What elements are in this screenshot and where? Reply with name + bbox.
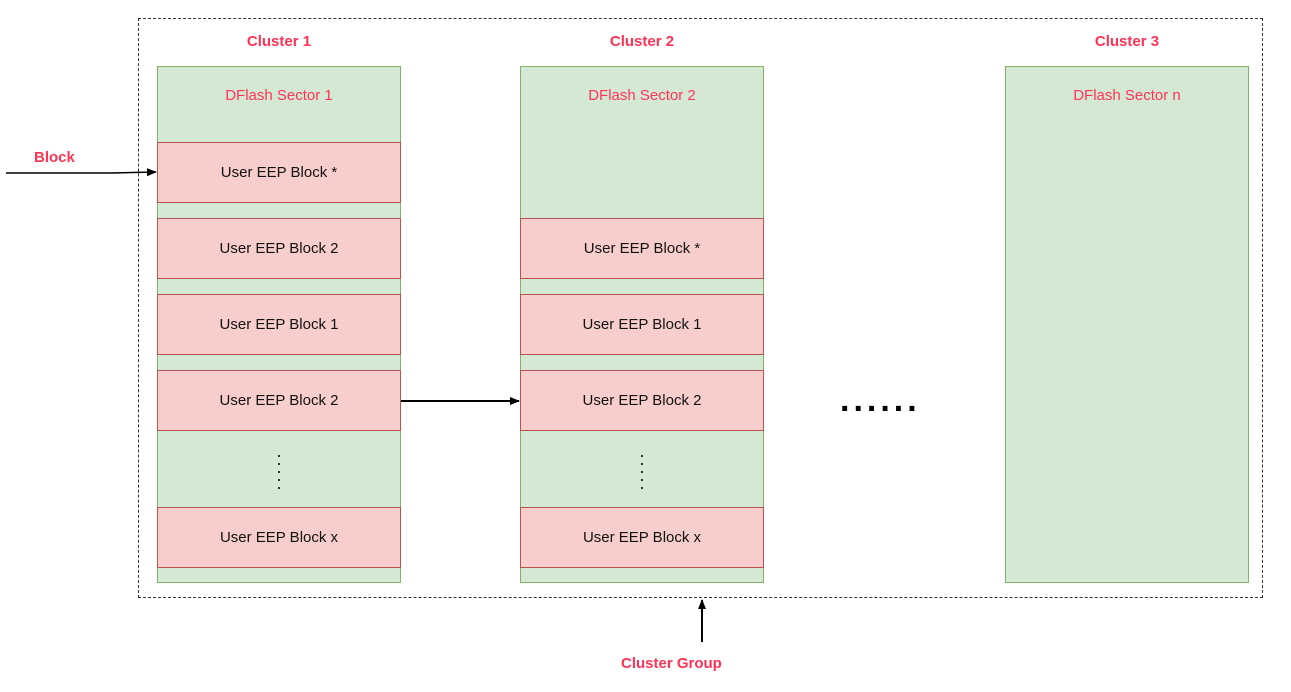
- cluster-group-box: [138, 18, 1263, 598]
- cluster-3-sector-label: DFlash Sector n: [1073, 87, 1181, 104]
- cluster-1-block-2[interactable]: User EEP Block 2: [157, 218, 401, 279]
- cluster-1-vertical-ellipsis: · · · · ·: [276, 445, 282, 497]
- cluster-2-title: Cluster 2: [609, 33, 675, 50]
- horizontal-ellipsis: ......: [840, 381, 921, 419]
- cluster-1-block-5[interactable]: User EEP Block x: [157, 507, 401, 568]
- cluster-2-block-1[interactable]: User EEP Block *: [520, 218, 764, 279]
- cluster-2-block-4[interactable]: User EEP Block x: [520, 507, 764, 568]
- cluster-group-label: Cluster Group: [621, 655, 722, 672]
- cluster-2-vertical-ellipsis: · · · · ·: [639, 445, 645, 497]
- cluster-2-block-3[interactable]: User EEP Block 2: [520, 370, 764, 431]
- cluster-3-sector[interactable]: [1005, 66, 1249, 583]
- cluster-1-block-4[interactable]: User EEP Block 2: [157, 370, 401, 431]
- cluster-1-title: Cluster 1: [246, 33, 312, 50]
- block-label: Block: [34, 149, 75, 166]
- cluster-3-title: Cluster 3: [1094, 33, 1160, 50]
- cluster-2-block-2[interactable]: User EEP Block 1: [520, 294, 764, 355]
- cluster-1-block-3[interactable]: User EEP Block 1: [157, 294, 401, 355]
- block-pointer-arrow: [6, 168, 157, 177]
- cluster-1-block-1[interactable]: User EEP Block *: [157, 142, 401, 203]
- cluster-2-sector-label: DFlash Sector 2: [588, 87, 696, 104]
- cluster-1-sector-label: DFlash Sector 1: [225, 87, 333, 104]
